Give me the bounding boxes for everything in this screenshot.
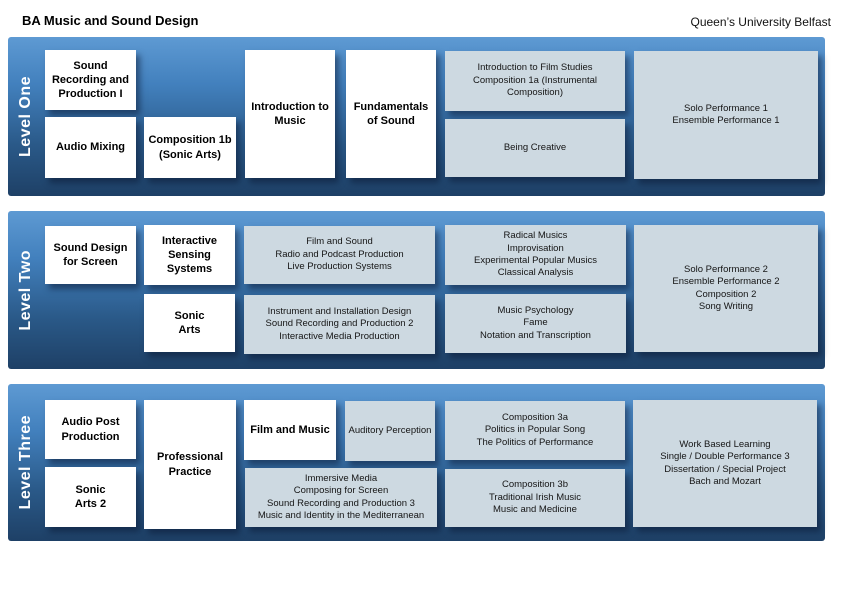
- module-box-work-based-learning-group: Work Based Learning Single / Double Perf…: [633, 400, 817, 527]
- module-box-interactive-sensing-systems: Interactive Sensing Systems: [144, 225, 235, 285]
- module-box-being-creative: Being Creative: [445, 119, 625, 177]
- module-box-sound-recording-production-1: Sound Recording and Production I: [45, 50, 136, 110]
- module-box-instrument-recording-interactive: Instrument and Installation Design Sound…: [244, 295, 435, 354]
- module-box-performance-2: Solo Performance 2 Ensemble Performance …: [634, 225, 818, 352]
- level-three-band: Level Three Audio Post Production Sonic …: [8, 384, 825, 541]
- module-box-sound-design-for-screen: Sound Design for Screen: [45, 226, 136, 284]
- level-two-band: Level Two Sound Design for Screen Intera…: [8, 211, 825, 369]
- module-box-sonic-arts: Sonic Arts: [144, 294, 235, 352]
- level-two-label: Level Two: [17, 249, 34, 331]
- module-box-film-studies-composition-1a: Introduction to Film Studies Composition…: [445, 51, 625, 111]
- module-box-performance-1: Solo Performance 1 Ensemble Performance …: [634, 51, 818, 179]
- module-box-composition-3a-group: Composition 3a Politics in Popular Song …: [445, 401, 625, 460]
- level-one-label: Level One: [17, 76, 34, 157]
- level-three-label: Level Three: [17, 415, 34, 510]
- page-title: BA Music and Sound Design: [22, 13, 199, 28]
- module-box-composition-3b-group: Composition 3b Traditional Irish Music M…: [445, 469, 625, 527]
- module-box-professional-practice: Professional Practice: [144, 400, 236, 529]
- module-box-film-radio-live: Film and Sound Radio and Podcast Product…: [244, 226, 435, 284]
- level-one-band: Level One Sound Recording and Production…: [8, 37, 825, 196]
- module-box-audio-mixing: Audio Mixing: [45, 117, 136, 178]
- module-box-fundamentals-of-sound: Fundamentals of Sound: [346, 50, 436, 178]
- institution-name: Queen’s University Belfast: [690, 15, 831, 29]
- module-box-composition-1b: Composition 1b (Sonic Arts): [144, 117, 236, 178]
- module-box-film-and-music: Film and Music: [244, 400, 336, 460]
- module-box-audio-post-production: Audio Post Production: [45, 400, 136, 459]
- module-box-music-psychology-group: Music Psychology Fame Notation and Trans…: [445, 294, 626, 353]
- module-box-radical-musics-group: Radical Musics Improvisation Experimenta…: [445, 225, 626, 285]
- module-box-immersive-media-group: Immersive Media Composing for Screen Sou…: [245, 468, 437, 527]
- module-box-introduction-to-music: Introduction to Music: [245, 50, 335, 178]
- module-box-auditory-perception: Auditory Perception: [345, 401, 435, 461]
- module-box-sonic-arts-2: Sonic Arts 2: [45, 467, 136, 527]
